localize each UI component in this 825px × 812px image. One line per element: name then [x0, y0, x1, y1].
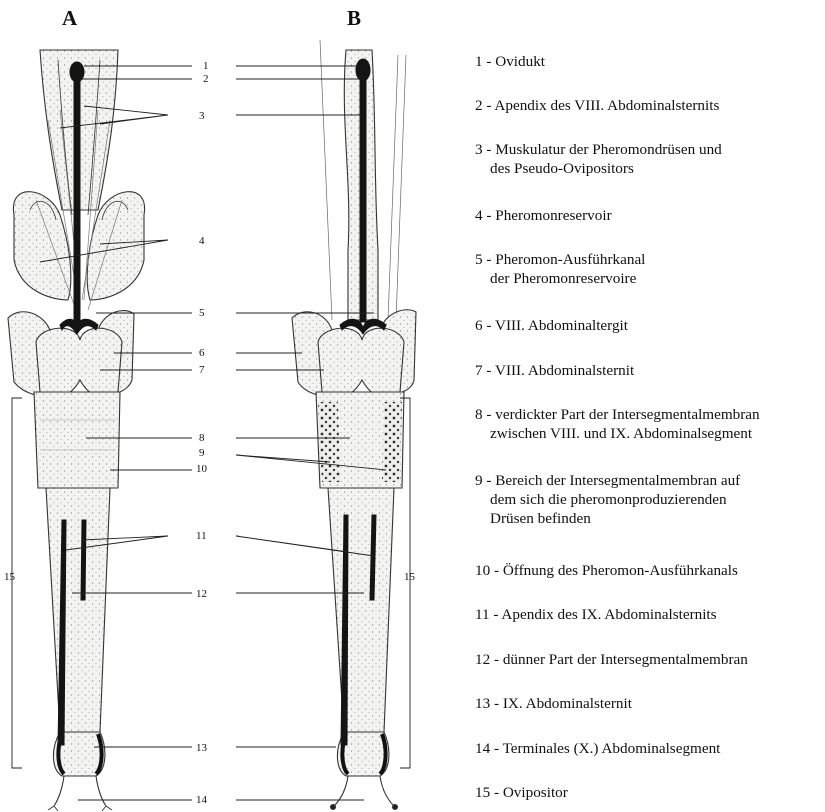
legend-item-7-text: 7 - VIII. Abdominalsternit	[475, 362, 634, 379]
legend-item-13: 13 - IX. Abdominalsternit	[475, 694, 820, 713]
callout-11: 11	[196, 530, 207, 542]
legend-item-15-text: 15 - Ovipositor	[475, 784, 568, 801]
legend-item-2-text: 2 - Apendix des VIII. Abdominalsternits	[475, 97, 719, 114]
legend-item-12-text: 12 - dünner Part der Intersegmentalmembr…	[475, 651, 748, 668]
callout-12: 12	[196, 588, 207, 600]
legend-item-6: 6 - VIII. Abdominaltergit	[475, 316, 820, 335]
callout-13: 13	[196, 742, 208, 754]
legend-item-6-text: 6 - VIII. Abdominaltergit	[475, 317, 628, 334]
callout-3: 3	[199, 110, 205, 122]
callout-5: 5	[199, 307, 205, 319]
legend-item-10: 10 - Öffnung des Pheromon-Ausführkanals	[475, 561, 820, 580]
callout-14: 14	[196, 794, 208, 806]
legend-item-11: 11 - Apendix des IX. Abdominalsternits	[475, 605, 820, 624]
callout-10: 10	[196, 463, 208, 475]
legend-item-12: 12 - dünner Part der Intersegmentalmembr…	[475, 650, 820, 669]
callout-7: 7	[199, 364, 205, 376]
legend-item-15: 15 - Ovipositor	[475, 783, 820, 802]
legend-item-8-text-cont: zwischen VIII. und IX. Abdominalsegment	[475, 424, 820, 443]
ovipositor-label-b: 15	[404, 571, 416, 583]
legend-item-7: 7 - VIII. Abdominalsternit	[475, 361, 820, 380]
legend-item-1: 1 - Ovidukt	[475, 52, 820, 71]
legend-item-14: 14 - Terminales (X.) Abdominalsegment	[475, 739, 820, 758]
callout-9: 9	[199, 447, 205, 459]
callout-8: 8	[199, 432, 205, 444]
panel-label-a: A	[62, 6, 77, 31]
legend-item-8-text: 8 - verdickter Part der Intersegmentalme…	[475, 406, 760, 423]
ovipositor-label-a: 15	[4, 571, 16, 583]
legend-item-5-text-cont: der Pheromonreservoire	[475, 269, 820, 288]
legend-item-11-text: 11 - Apendix des IX. Abdominalsternits	[475, 606, 717, 623]
legend-item-10-text: 10 - Öffnung des Pheromon-Ausführkanals	[475, 562, 738, 579]
legend-item-9-text: 9 - Bereich der Intersegmentalmembran au…	[475, 472, 740, 489]
legend-item-4-text: 4 - Pheromonreservoir	[475, 207, 612, 224]
callout-2: 2	[203, 73, 209, 85]
legend-item-3-text-cont: des Pseudo-Ovipositors	[475, 159, 820, 178]
legend-item-9-text-cont2: Drüsen befinden	[475, 509, 820, 528]
specimen-b-drawing	[292, 40, 416, 810]
legend-item-2: 2 - Apendix des VIII. Abdominalsternits	[475, 96, 820, 115]
legend-item-8: 8 - verdickter Part der Intersegmentalme…	[475, 405, 820, 443]
legend-item-5-text: 5 - Pheromon-Ausführkanal	[475, 251, 645, 268]
legend-item-9-text-cont: dem sich die pheromonproduzierenden	[475, 490, 820, 509]
legend-item-3-text: 3 - Muskulatur der Pheromondrüsen und	[475, 141, 722, 158]
panel-label-b: B	[347, 6, 361, 31]
callout-6: 6	[199, 347, 205, 359]
legend-item-13-text: 13 - IX. Abdominalsternit	[475, 695, 632, 712]
legend-item-1-text: 1 - Ovidukt	[475, 53, 545, 70]
legend-item-4: 4 - Pheromonreservoir	[475, 206, 820, 225]
callout-4: 4	[199, 235, 205, 247]
legend-item-9: 9 - Bereich der Intersegmentalmembran au…	[475, 471, 820, 528]
callout-1: 1	[203, 60, 209, 72]
legend-item-14-text: 14 - Terminales (X.) Abdominalsegment	[475, 740, 720, 757]
